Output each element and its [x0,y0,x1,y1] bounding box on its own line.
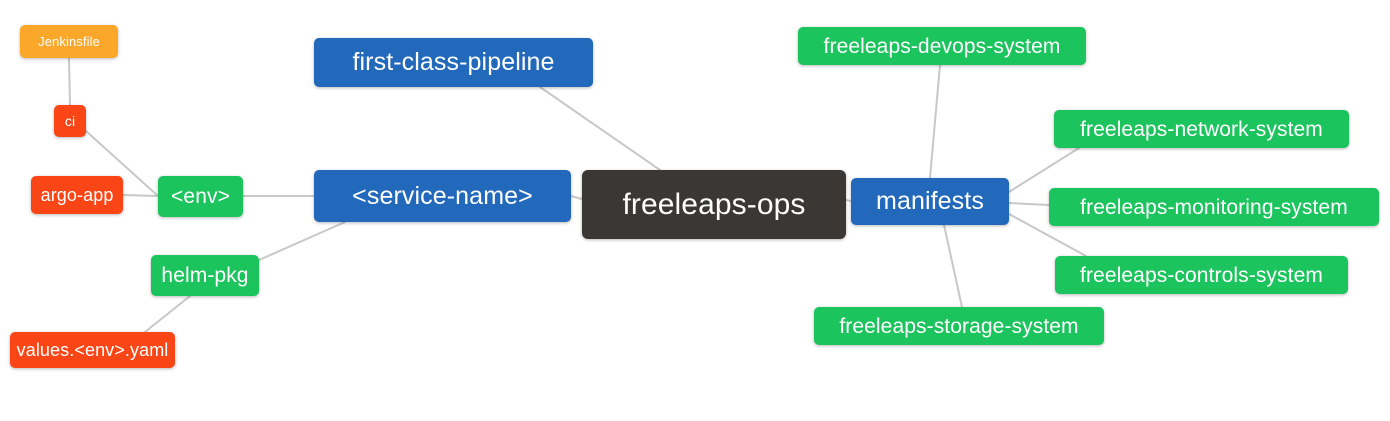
edge-manifests-to-storage-system [943,224,963,308]
node-monitoring-system[interactable]: freeleaps-monitoring-system [1049,188,1379,226]
node-manifests[interactable]: manifests [851,178,1009,225]
edge-service-name-to-freeleaps-ops [570,195,583,200]
edge-helm-pkg-to-service-name [258,221,346,261]
edge-manifests-to-network-system [1008,147,1080,193]
node-label: freeleaps-monitoring-system [1080,195,1348,219]
node-label: freeleaps-storage-system [839,314,1079,338]
node-label: freeleaps-devops-system [823,34,1061,58]
node-service-name[interactable]: <service-name> [314,170,571,222]
node-freeleaps-ops[interactable]: freeleaps-ops [582,170,846,239]
edge-jenkinsfile-to-ci [68,57,71,106]
node-label: argo-app [40,185,114,205]
edge-manifests-to-monitoring-system [1008,202,1050,206]
node-label: helm-pkg [161,264,249,287]
node-label: Jenkinsfile [38,34,100,49]
node-storage-system[interactable]: freeleaps-storage-system [814,307,1104,345]
node-network-system[interactable]: freeleaps-network-system [1054,110,1349,148]
node-label: manifests [876,187,984,215]
node-values-yaml[interactable]: values.<env>.yaml [10,332,175,368]
edge-first-class-to-freeleaps-ops [539,86,661,171]
node-argo-app[interactable]: argo-app [31,176,123,214]
node-jenkinsfile[interactable]: Jenkinsfile [20,25,118,58]
node-helm-pkg[interactable]: helm-pkg [151,255,259,296]
edge-argo-app-to-env [122,194,159,197]
node-label: freeleaps-ops [622,187,806,221]
node-controls-system[interactable]: freeleaps-controls-system [1055,256,1348,294]
node-label: values.<env>.yaml [16,340,169,360]
node-label: ci [64,113,76,129]
node-label: <service-name> [352,181,533,210]
node-first-class[interactable]: first-class-pipeline [314,38,593,87]
edge-values-yaml-to-helm-pkg [144,295,191,333]
node-label: freeleaps-network-system [1080,117,1323,141]
node-label: first-class-pipeline [352,48,555,76]
node-label: <env> [171,185,230,208]
node-ci[interactable]: ci [54,105,86,137]
node-label: freeleaps-controls-system [1080,263,1323,287]
edge-manifests-to-devops-system [929,64,941,179]
node-env[interactable]: <env> [158,176,243,217]
node-devops-system[interactable]: freeleaps-devops-system [798,27,1086,65]
